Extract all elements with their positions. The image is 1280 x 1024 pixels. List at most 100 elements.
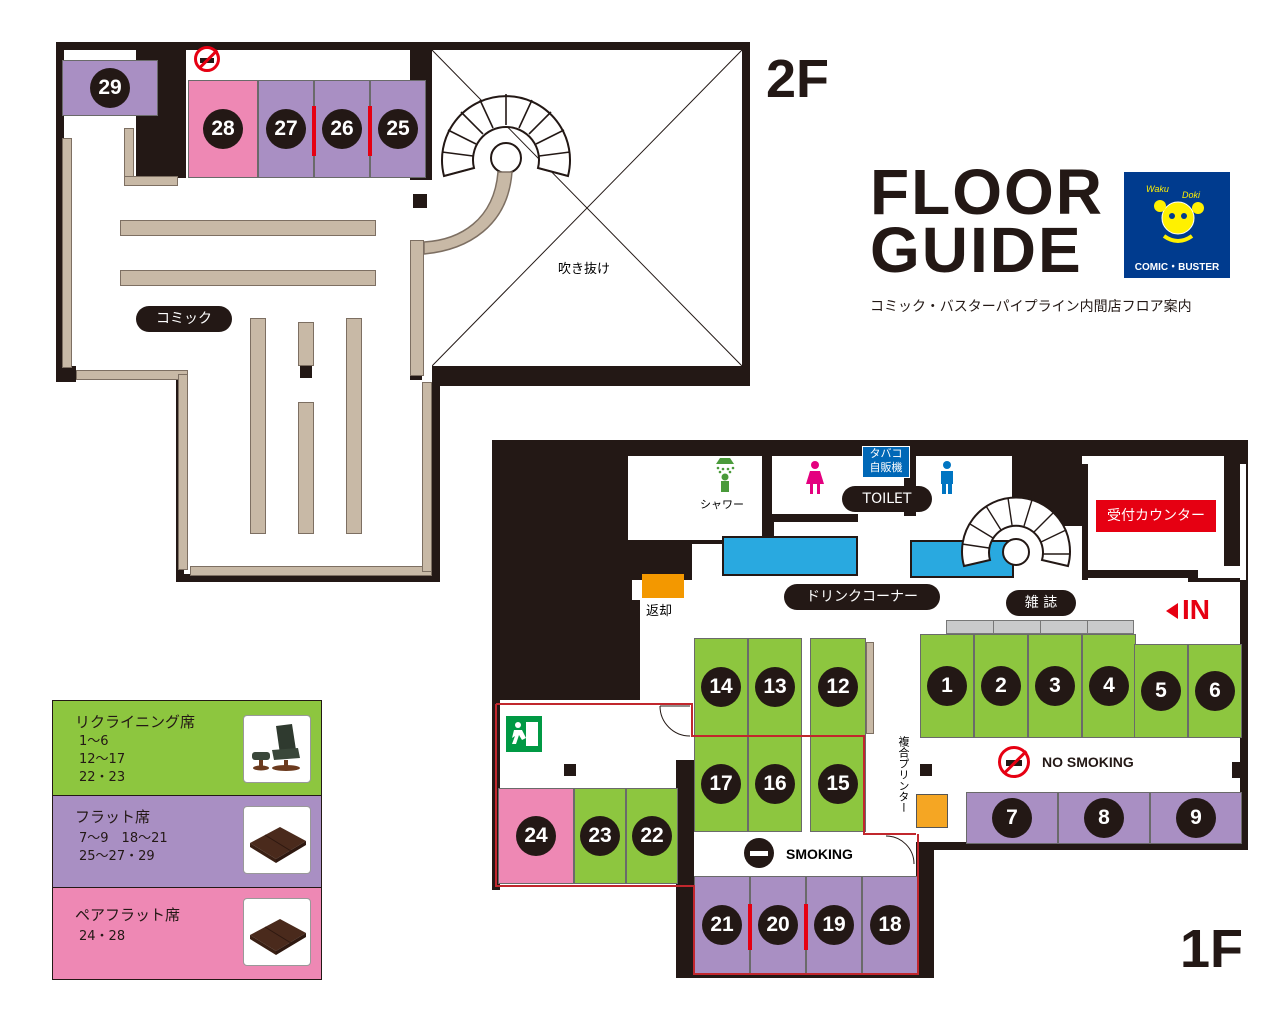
- smoking-label: SMOKING: [786, 846, 853, 862]
- wall: [432, 366, 750, 386]
- no-smoking-icon: [998, 746, 1030, 778]
- wall: [410, 176, 432, 180]
- pillar: [300, 366, 312, 378]
- wall: [742, 42, 750, 386]
- seat-2[interactable]: 2: [974, 634, 1028, 738]
- shelf: [62, 138, 72, 368]
- entrance-label: IN: [1182, 594, 1210, 625]
- seat-number: 2: [981, 666, 1021, 706]
- seat-27[interactable]: 27: [258, 80, 314, 178]
- seat-number: 1: [927, 666, 967, 706]
- floor-label-2f: 2F: [766, 49, 830, 109]
- smoking-icon: [744, 838, 774, 868]
- seat-3[interactable]: 3: [1028, 634, 1082, 738]
- seat-number: 26: [322, 109, 362, 149]
- wall: [432, 378, 440, 582]
- curved-stair-rail: [423, 171, 513, 255]
- seat-number: 13: [755, 667, 795, 707]
- shower-icon: [716, 458, 735, 492]
- seat-number: 17: [701, 764, 741, 804]
- seat-number: 29: [90, 68, 130, 108]
- wall: [176, 574, 440, 582]
- seat-22[interactable]: 22: [626, 788, 678, 884]
- legend-line: 12～17: [79, 752, 126, 767]
- shelf: [422, 382, 432, 572]
- shelf-divider: [1087, 620, 1088, 634]
- seat-24[interactable]: 24: [498, 788, 574, 884]
- seat-number: 28: [203, 109, 243, 149]
- female-toilet-icon: [806, 461, 824, 494]
- wall: [1188, 578, 1240, 582]
- seat-20[interactable]: 20: [750, 876, 806, 974]
- seat-17[interactable]: 17: [694, 736, 748, 832]
- vending-sign: タバコ 自販機: [862, 446, 910, 478]
- seat-13[interactable]: 13: [748, 638, 802, 736]
- wall: [56, 42, 64, 382]
- shelf: [120, 270, 376, 286]
- seat-12[interactable]: 12: [810, 638, 866, 736]
- legend-line: 1～6: [79, 734, 109, 749]
- shelf: [120, 220, 376, 236]
- wall: [56, 366, 76, 382]
- shower-room: [628, 456, 774, 544]
- logo: Waku Doki COMIC・BUSTER: [1124, 172, 1230, 278]
- return-box[interactable]: [642, 574, 684, 598]
- seat-16[interactable]: 16: [748, 736, 802, 832]
- magazine-label: 雑 誌: [1006, 590, 1076, 616]
- legend-flat: フラット席 7～9 18～21 25～27・29: [52, 796, 322, 888]
- atrium-label: 吹き抜け: [556, 258, 613, 277]
- seat-number: 24: [516, 816, 556, 856]
- seat-15[interactable]: 15: [810, 736, 866, 832]
- shower-label: シャワー: [700, 498, 744, 511]
- seat-number: 12: [818, 667, 858, 707]
- wall: [492, 440, 632, 700]
- seat-number: 22: [632, 816, 672, 856]
- spiral-staircase-icon: [441, 94, 571, 178]
- seat-19[interactable]: 19: [806, 876, 862, 974]
- reception-label[interactable]: 受付カウンター: [1096, 500, 1216, 532]
- wall: [632, 600, 640, 700]
- seat-6[interactable]: 6: [1188, 644, 1242, 738]
- legend-title: ペアフラット席: [75, 906, 181, 924]
- seat-5[interactable]: 5: [1134, 644, 1188, 738]
- legend-line: 24・28: [79, 929, 126, 944]
- seat-21[interactable]: 21: [694, 876, 750, 974]
- seat-number: 23: [580, 816, 620, 856]
- seat-number: 18: [870, 905, 910, 945]
- pair-flat-mat-icon: [243, 898, 311, 966]
- arrow-left-icon: [1166, 603, 1178, 619]
- printer-label: 複合プリンター: [897, 736, 910, 813]
- wall: [1088, 570, 1198, 578]
- svg-text:Doki: Doki: [1182, 190, 1201, 200]
- seat-29[interactable]: 29: [62, 60, 158, 116]
- seat-8[interactable]: 8: [1058, 792, 1150, 844]
- legend-title: リクライニング席: [75, 713, 196, 731]
- printer-box[interactable]: [916, 794, 948, 828]
- seat-7[interactable]: 7: [966, 792, 1058, 844]
- drink-corner-label: ドリンクコーナー: [784, 584, 940, 610]
- pillar: [1232, 762, 1240, 778]
- entrance-sign: IN: [1166, 594, 1226, 626]
- floor-2f: NO SMOKING 29 28 27 26 25 コミック 吹き抜け: [0, 0, 829, 590]
- seat-1[interactable]: 1: [920, 634, 974, 738]
- seat-number: 6: [1195, 671, 1235, 711]
- partition: [748, 904, 752, 950]
- seat-28[interactable]: 28: [188, 80, 258, 178]
- seat-number: 5: [1141, 671, 1181, 711]
- seat-4[interactable]: 4: [1082, 634, 1136, 738]
- wall: [1240, 440, 1248, 850]
- seat-9[interactable]: 9: [1150, 792, 1242, 844]
- svg-text:Waku: Waku: [1146, 184, 1169, 194]
- shelf: [410, 240, 424, 376]
- wall: [762, 446, 772, 536]
- shelf: [346, 318, 362, 534]
- return-label: 返却: [646, 604, 673, 619]
- seat-23[interactable]: 23: [574, 788, 626, 884]
- seat-14[interactable]: 14: [694, 638, 748, 736]
- wall: [676, 760, 694, 978]
- wall: [56, 42, 750, 50]
- seat-number: 9: [1176, 798, 1216, 838]
- recliner-chair-icon: [243, 715, 311, 783]
